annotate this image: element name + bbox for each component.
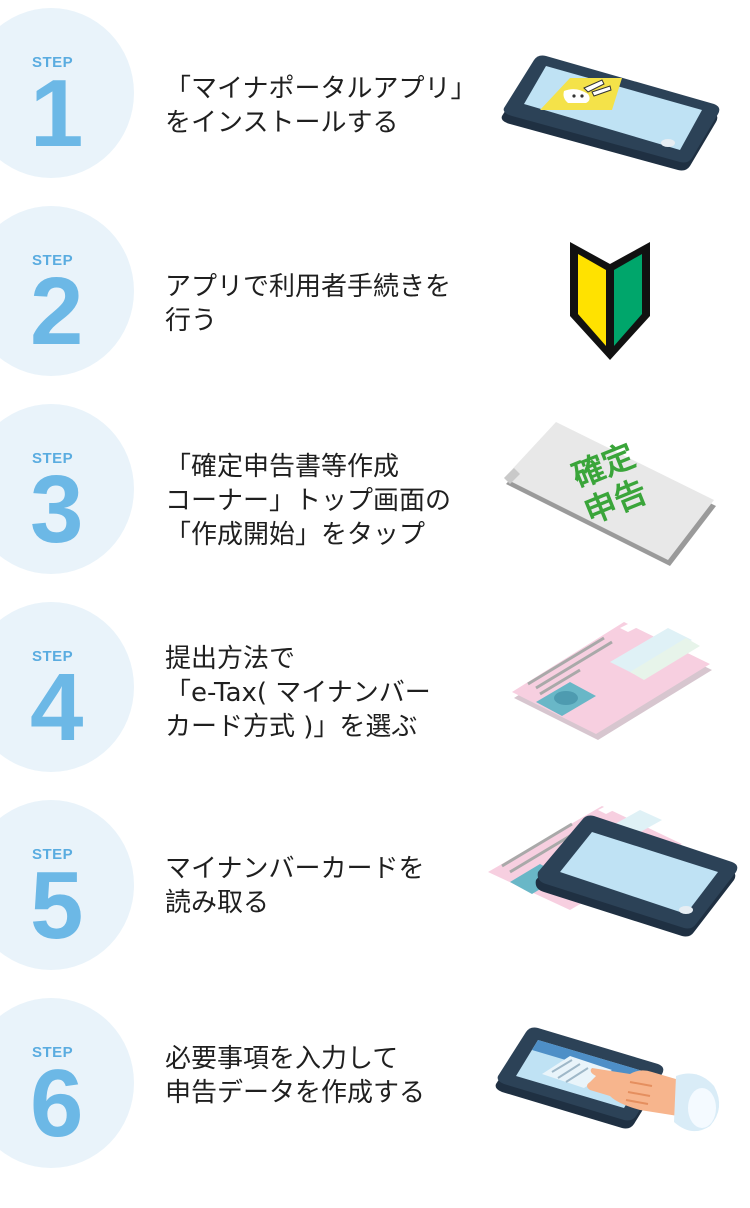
step-description-line: 「e-Tax( マイナンバー <box>165 678 431 708</box>
step-2: STEP 2 アプリで利用者手続きを 行う <box>0 206 750 381</box>
step-label: STEP <box>32 648 74 665</box>
step-description-line: カード方式 )」を選ぶ <box>165 712 418 742</box>
step-badge <box>0 602 134 772</box>
step-badge <box>0 206 134 376</box>
step-description: 提出方法で 「e-Tax( マイナンバー カード方式 )」を選ぶ <box>165 642 485 744</box>
step-description-line: マイナンバーカードを <box>165 854 425 884</box>
step-number: 6 <box>30 1050 84 1157</box>
step-label: STEP <box>32 54 74 71</box>
card-reading-phone-icon <box>488 802 738 937</box>
smartphone-app-icon <box>501 55 720 171</box>
step-label: STEP <box>32 846 74 863</box>
step-description: 「マイナポータルアプリ」 をインストールする <box>165 72 485 140</box>
step-description-line: 申告データを作成する <box>165 1078 426 1108</box>
step-description-line: 行う <box>165 306 218 336</box>
step-badge <box>0 8 134 178</box>
step-number: 2 <box>30 258 84 365</box>
step-label: STEP <box>32 450 74 467</box>
step-label: STEP <box>32 1044 74 1061</box>
step-description: 「確定申告書等作成 コーナー」トップ画面の 「作成開始」をタップ <box>165 450 485 552</box>
step-description-line: 必要事項を入力して <box>165 1044 399 1074</box>
step-label: STEP <box>32 252 74 269</box>
step-description: 必要事項を入力して 申告データを作成する <box>165 1042 485 1110</box>
step-description: マイナンバーカードを 読み取る <box>165 852 485 920</box>
step-description-line: 「マイナポータルアプリ」 <box>165 74 477 104</box>
beginner-mark-icon <box>570 242 650 360</box>
step-description-line: 「作成開始」をタップ <box>165 520 426 550</box>
my-number-card-icon <box>512 620 712 740</box>
step-number: 5 <box>30 852 84 959</box>
step-description-line: をインストールする <box>165 108 399 138</box>
step-description-line: 提出方法で <box>165 644 296 674</box>
tax-return-paper-icon: 確定 申告 <box>504 422 716 566</box>
step-number: 1 <box>30 60 84 167</box>
step-1: STEP 1 「マイナポータルアプリ」 をインストールする <box>0 8 750 183</box>
step-number: 4 <box>30 654 84 761</box>
step-6: STEP 6 必要事項を入力して 申告データを作成する <box>0 998 750 1173</box>
step-description-line: アプリで利用者手続きを <box>165 272 452 302</box>
step-badge <box>0 800 134 970</box>
step-badge <box>0 998 134 1168</box>
step-description: アプリで利用者手続きを 行う <box>165 270 485 338</box>
step-description-line: コーナー」トップ画面の <box>165 486 452 516</box>
step-number: 3 <box>30 456 84 563</box>
step-description-line: 読み取る <box>165 888 270 918</box>
step-4: STEP 4 提出方法で 「e-Tax( マイナンバー カード方式 )」を選ぶ <box>0 602 750 777</box>
step-5: STEP 5 マイナンバーカードを 読み取る <box>0 800 750 975</box>
step-description-line: 「確定申告書等作成 <box>165 452 400 482</box>
phone-tap-hand-icon <box>495 1027 720 1132</box>
step-badge <box>0 404 134 574</box>
step-3: STEP 3 「確定申告書等作成 コーナー」トップ画面の 「作成開始」をタップ … <box>0 404 750 579</box>
